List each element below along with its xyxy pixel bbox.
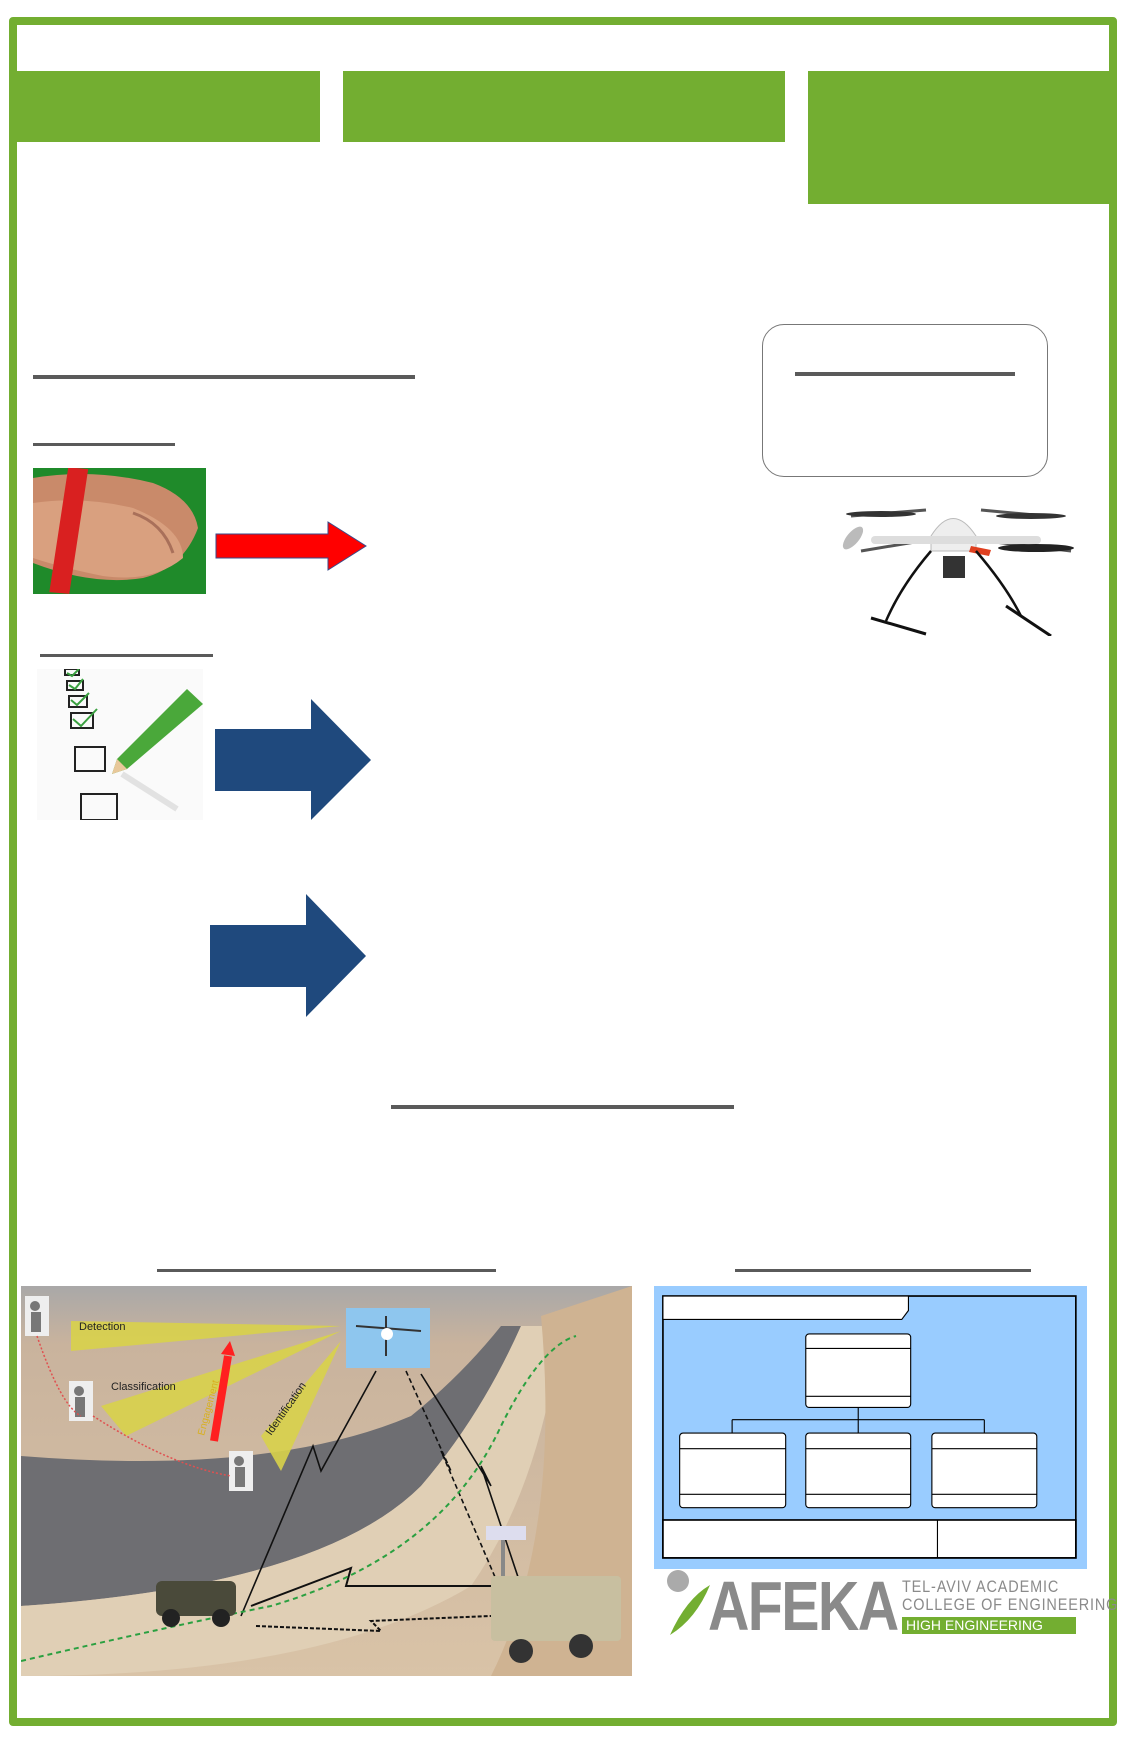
blue-arrow-icon [215,699,372,821]
operational-scene-image: Detection Classification Identification … [21,1286,632,1676]
subheading-rule [33,443,175,446]
poster-frame [9,17,1117,1726]
header-bar-center [343,71,785,142]
header-bar-right [808,71,1109,204]
afeka-line1: TEL-AVIV ACADEMIC [902,1577,1060,1596]
jeep-vehicle [156,1581,236,1627]
red-arrow-icon [215,521,367,571]
child-block [931,1432,1038,1509]
info-box [762,324,1048,477]
subheading-rule [40,654,213,657]
classification-label: Classification [111,1381,176,1393]
block-diagram [654,1286,1087,1569]
blue-arrow-icon [210,894,367,1018]
afeka-leaf-icon [667,1570,710,1635]
afeka-wordmark: AFEKA [708,1567,899,1645]
afeka-logo: AFEKA TEL-AVIV ACADEMIC COLLEGE OF ENGIN… [666,1567,1117,1645]
afeka-line2: COLLEGE OF ENGINEERING [902,1595,1119,1614]
info-box-heading-rule [795,372,1015,376]
section-heading-rule [33,375,415,379]
header-bar-left [17,71,320,142]
scene-heading-rule [157,1269,496,1272]
parent-block [805,1333,912,1409]
child-block [805,1432,912,1509]
detection-label: Detection [79,1321,125,1333]
detection-cone [71,1321,341,1351]
drone-image [831,496,1076,636]
identification-cone [261,1341,341,1471]
section-heading-rule [391,1105,734,1109]
afeka-tagline: HIGH ENGINEERING [902,1617,1076,1634]
child-block [679,1432,787,1509]
checklist-image [37,669,203,820]
command-truck-vehicle [486,1526,621,1663]
hands-image [33,468,206,594]
diagram-heading-rule [735,1269,1031,1272]
